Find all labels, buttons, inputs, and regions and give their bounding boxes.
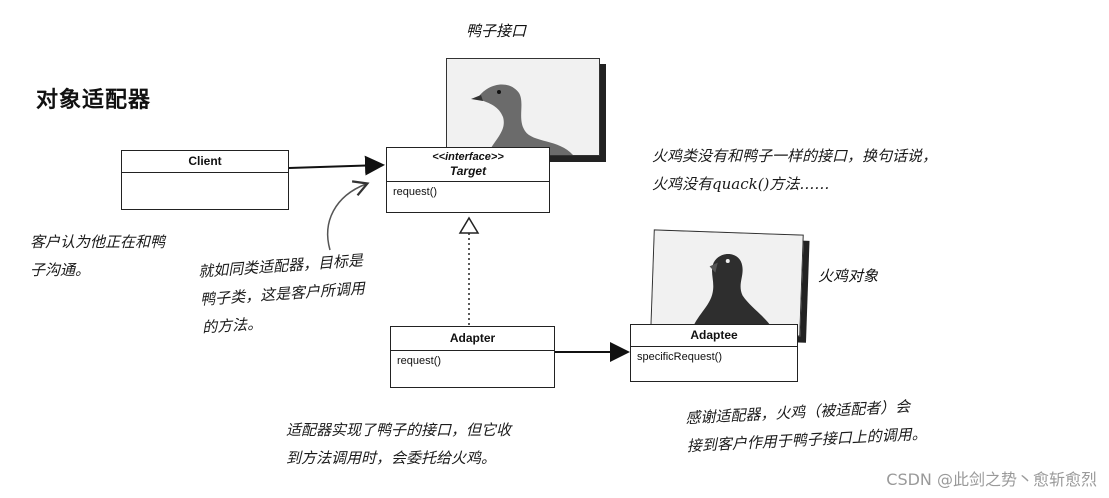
adapter-target-note: 就如同类适配器，目标是 鸭子类，这是客户所调用 的方法。	[197, 246, 367, 341]
adapter-class-name: Adapter	[391, 327, 554, 351]
watermark: CSDN @此剑之势丶愈斩愈烈	[886, 470, 1097, 489]
adapter-impl-note-line: 到方法调用时，会委托给火鸡。	[286, 449, 497, 467]
adapter-impl-note: 适配器实现了鸭子的接口，但它收 到方法调用时，会委托给火鸡。	[286, 416, 511, 472]
note-pointer-arrow	[326, 180, 370, 251]
client-note-line: 子沟通。	[30, 261, 91, 279]
client-note-line: 客户认为他正在和鸭	[30, 233, 166, 251]
client-class: Client	[121, 150, 289, 210]
adaptee-method: specificRequest()	[637, 351, 722, 363]
adaptee-class-name: Adaptee	[631, 325, 797, 347]
turkey-object-label: 火鸡对象	[818, 267, 879, 285]
turkey-image-icon	[651, 230, 803, 336]
adaptee-class: Adaptee specificRequest()	[630, 324, 798, 382]
turkey-note-line: 火鸡类没有和鸭子一样的接口，换句话说，	[652, 147, 938, 165]
adapter-class: Adapter request()	[390, 326, 555, 388]
adapter-method: request()	[397, 355, 442, 367]
client-class-name: Client	[122, 151, 288, 173]
duck-image-icon	[447, 59, 599, 155]
adapter-impl-note-line: 适配器实现了鸭子的接口，但它收	[286, 421, 512, 439]
target-name: Target	[449, 164, 487, 178]
target-interface: <<interface>> Target request()	[386, 147, 550, 213]
duck-photo	[446, 58, 600, 156]
turkey-note: 火鸡类没有和鸭子一样的接口，换句话说， 火鸡没有quack()方法……	[652, 142, 937, 198]
duck-interface-label: 鸭子接口	[466, 22, 527, 40]
client-to-target-arrow	[288, 155, 385, 176]
turkey-note-line: 火鸡没有quack()方法……	[652, 175, 830, 193]
diagram-title: 对象适配器	[36, 88, 152, 113]
target-method: request()	[393, 186, 438, 198]
turkey-photo	[650, 229, 804, 337]
target-header: <<interface>> Target	[387, 148, 549, 182]
target-stereotype: <<interface>>	[432, 151, 504, 163]
client-note: 客户认为他正在和鸭 子沟通。	[30, 228, 165, 284]
realization-triangle	[458, 216, 480, 234]
